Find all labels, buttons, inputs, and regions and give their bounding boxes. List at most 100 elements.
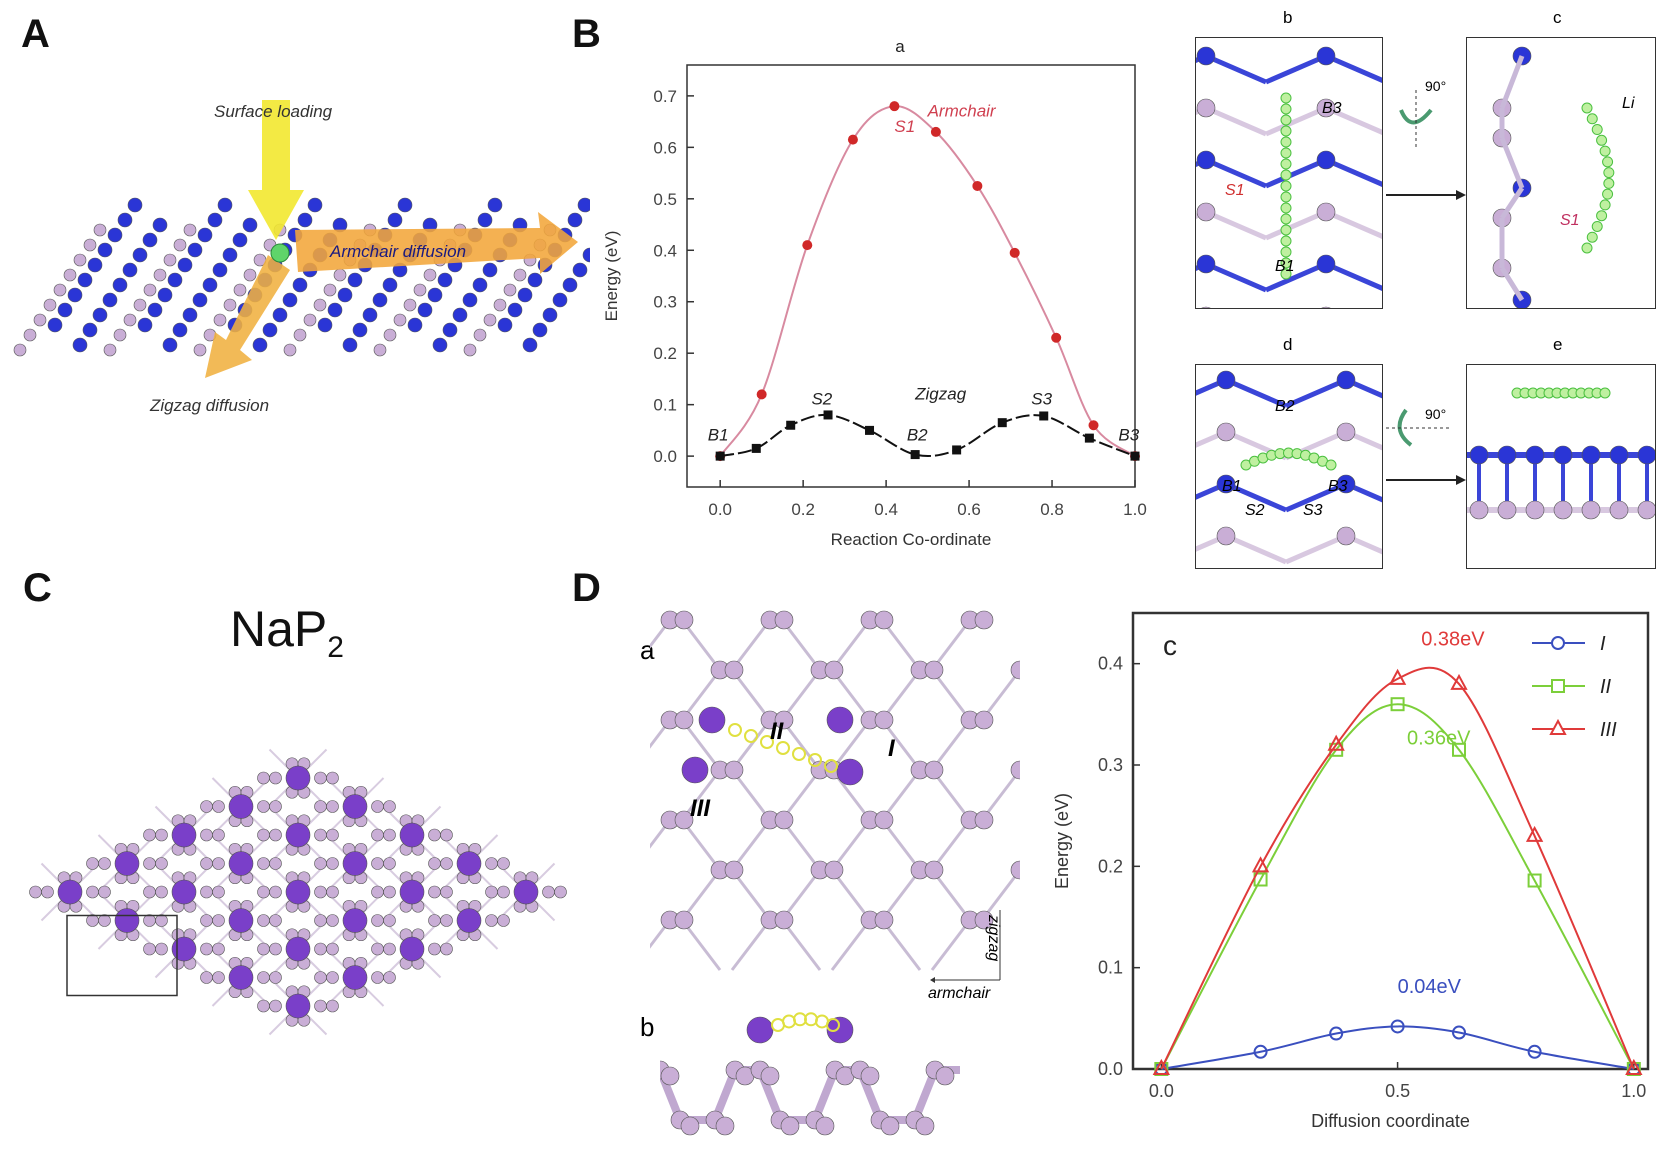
data-point-zigzag bbox=[786, 420, 796, 430]
diffusion-path-point bbox=[776, 741, 790, 755]
peak-label-iii: 0.38eV bbox=[1421, 628, 1485, 650]
atom bbox=[1196, 254, 1216, 274]
y-tick-label: 0.2 bbox=[653, 344, 677, 363]
y-tick-label: 0.4 bbox=[1098, 654, 1123, 674]
data-point-armchair bbox=[847, 134, 858, 145]
panel-a-diagram bbox=[13, 100, 590, 378]
p-atom bbox=[314, 971, 327, 984]
li-path-point bbox=[1280, 224, 1292, 236]
p-atom bbox=[463, 343, 477, 357]
p-atom-top bbox=[112, 277, 128, 293]
na-atom bbox=[342, 908, 368, 933]
bond bbox=[930, 819, 972, 871]
y-tick-label: 0.3 bbox=[1098, 755, 1123, 775]
p-atom bbox=[163, 253, 177, 267]
p-atom bbox=[674, 810, 694, 830]
p-atom bbox=[257, 828, 270, 842]
atom bbox=[1316, 254, 1336, 274]
p-atom-top bbox=[327, 302, 343, 318]
atom bbox=[1316, 202, 1336, 222]
li-path-point bbox=[1280, 246, 1292, 258]
atom bbox=[1201, 306, 1211, 308]
atom bbox=[1525, 445, 1545, 465]
bond bbox=[730, 619, 772, 671]
p-atom bbox=[497, 885, 510, 899]
p-atom bbox=[183, 223, 197, 237]
p-atom bbox=[326, 857, 339, 870]
bond bbox=[780, 619, 822, 671]
subpanel-c-label: c bbox=[1553, 8, 1562, 27]
li-path-point bbox=[1603, 167, 1615, 179]
p-atom bbox=[326, 999, 339, 1013]
p-atom-top bbox=[67, 287, 83, 303]
p-atom bbox=[371, 914, 384, 927]
data-point-iii bbox=[1327, 734, 1345, 751]
p-atom bbox=[428, 857, 441, 870]
atom bbox=[1469, 445, 1489, 465]
p-atom bbox=[680, 1116, 700, 1136]
p-atom bbox=[924, 660, 944, 680]
p-atom-top bbox=[152, 217, 168, 233]
bond bbox=[1196, 377, 1227, 396]
li-path-point bbox=[1602, 188, 1614, 200]
p-atom-top bbox=[72, 337, 88, 353]
series-line-zigzag bbox=[719, 413, 1136, 458]
li-path-point bbox=[1586, 231, 1598, 243]
label-li: Li bbox=[1622, 95, 1635, 112]
axis-armchair-label: armchair bbox=[928, 985, 991, 1002]
bond bbox=[930, 669, 972, 721]
data-point-i bbox=[1527, 1044, 1542, 1059]
data-point-i bbox=[1253, 1044, 1268, 1059]
label-d-b1: B1 bbox=[1222, 478, 1242, 495]
bond bbox=[930, 619, 972, 671]
armchair-diffusion-arrow bbox=[295, 212, 578, 274]
diffusion-path-point bbox=[792, 747, 806, 761]
li-path-point bbox=[1280, 191, 1292, 203]
subpanel-b-structure bbox=[1195, 37, 1383, 309]
p-atom bbox=[86, 914, 99, 927]
p-atom-top bbox=[542, 307, 558, 323]
data-point-ii bbox=[1452, 742, 1467, 757]
p-atom-top bbox=[92, 307, 108, 323]
p-atom bbox=[314, 885, 327, 899]
na-atom bbox=[171, 822, 197, 848]
bond bbox=[830, 669, 872, 721]
p-atom bbox=[974, 910, 994, 930]
data-point-zigzag bbox=[1039, 411, 1049, 421]
na-atom bbox=[228, 908, 254, 933]
p-atom-top bbox=[217, 197, 233, 213]
atom bbox=[1336, 422, 1356, 442]
na-atom bbox=[456, 908, 482, 933]
bond bbox=[680, 669, 722, 721]
bond bbox=[980, 669, 1020, 721]
x-tick-label: 0.5 bbox=[1385, 1081, 1410, 1101]
data-point-ii bbox=[1390, 697, 1405, 712]
p-atom-top bbox=[107, 227, 123, 243]
p-atom bbox=[371, 857, 384, 870]
p-atom bbox=[383, 857, 396, 870]
subpanel-b-label: b bbox=[1283, 8, 1293, 27]
li-path-point bbox=[1603, 177, 1615, 189]
data-point-i bbox=[1452, 1025, 1467, 1040]
li-path-point bbox=[1599, 199, 1611, 211]
na-atom bbox=[746, 1016, 774, 1044]
p-atom bbox=[326, 885, 339, 899]
na-atom bbox=[342, 965, 368, 990]
x-tick-label: 0.0 bbox=[1149, 1081, 1174, 1101]
bond bbox=[780, 769, 822, 821]
p-atom bbox=[53, 283, 67, 297]
p-atom bbox=[200, 857, 213, 870]
atom bbox=[1196, 202, 1216, 222]
bond bbox=[830, 619, 872, 671]
p-atom-top bbox=[462, 292, 478, 308]
atom bbox=[1553, 500, 1573, 520]
p-atom-top bbox=[282, 292, 298, 308]
p-atom bbox=[780, 1116, 800, 1136]
p-atom bbox=[212, 942, 225, 956]
y-tick-label: 0.5 bbox=[653, 190, 677, 209]
p-atom bbox=[23, 328, 37, 342]
bond bbox=[980, 869, 1020, 921]
bond bbox=[1196, 533, 1227, 552]
atom bbox=[1316, 98, 1336, 118]
p-atom bbox=[73, 253, 87, 267]
